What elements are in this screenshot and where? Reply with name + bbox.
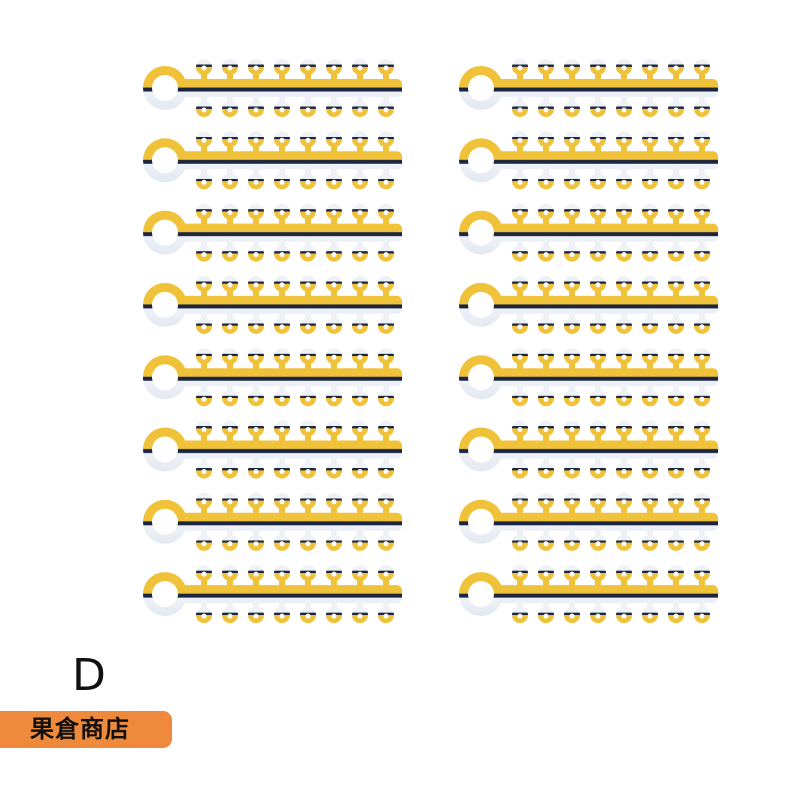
ligature-stick	[143, 565, 402, 624]
ligature-stick	[459, 492, 718, 551]
ligature-stick	[143, 131, 402, 190]
ligature-stick	[143, 59, 402, 117]
ligature-stick	[459, 59, 718, 117]
ligature-stick	[459, 203, 718, 262]
ligature-stick	[143, 420, 402, 479]
ligature-stick	[459, 565, 718, 624]
ligature-stick	[459, 131, 718, 190]
ligature-stick	[459, 420, 718, 479]
ligature-stick	[143, 203, 402, 262]
shop-badge: 果倉商店	[0, 711, 172, 748]
ligature-stick	[143, 275, 402, 334]
variant-label: D	[72, 650, 106, 701]
ligature-stick	[143, 348, 402, 407]
ligature-stick	[459, 275, 718, 334]
ligature-stick	[459, 348, 718, 407]
ligature-stick	[143, 492, 402, 551]
